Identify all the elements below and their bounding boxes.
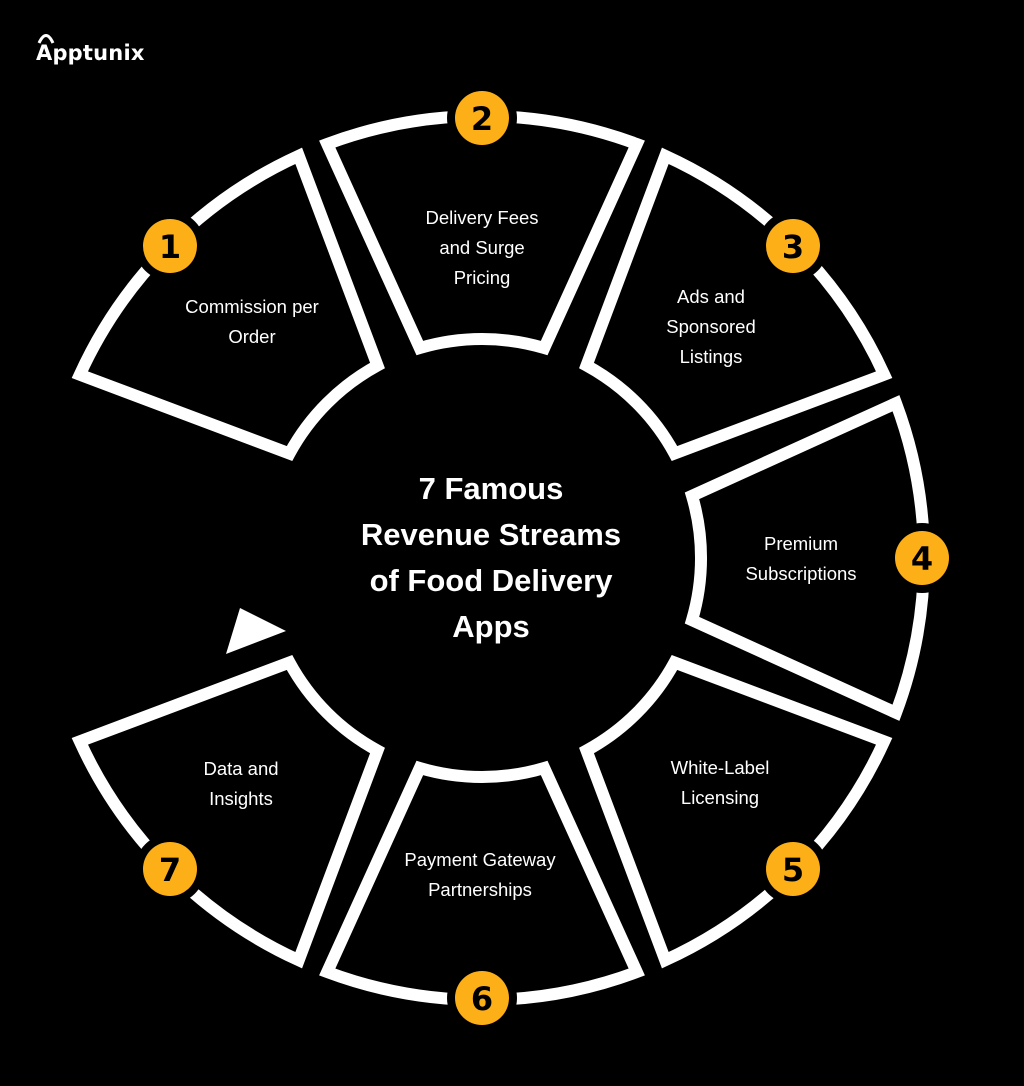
label-line: Insights xyxy=(209,788,273,809)
badge-5: 5 xyxy=(758,834,828,904)
label-line: Commission per xyxy=(185,296,319,317)
segment-4-label: Premium Subscriptions xyxy=(745,529,856,589)
title-line: Revenue Streams xyxy=(360,517,622,552)
label-line: Payment Gateway xyxy=(404,849,556,870)
label-line: Delivery Fees xyxy=(425,207,539,228)
label-line: Licensing xyxy=(680,787,760,808)
segment-5-label: White-Label Licensing xyxy=(671,753,770,813)
badge-2: 2 xyxy=(447,83,517,153)
svg-text:6: 6 xyxy=(471,980,493,1018)
segment-3-frame xyxy=(579,147,893,461)
svg-text:1: 1 xyxy=(159,228,181,266)
label-line: Partnerships xyxy=(428,879,532,900)
segment-2-frame xyxy=(319,110,645,356)
title-line: 7 Famous xyxy=(418,471,564,506)
segment-5-frame xyxy=(579,655,893,969)
segment-2-label: Delivery Fees and Surge Pricing xyxy=(425,203,538,293)
svg-text:5: 5 xyxy=(782,851,804,889)
label-line: Listings xyxy=(679,346,743,367)
center-title: 7 Famous Revenue Streams of Food Deliver… xyxy=(361,466,621,650)
segment-1-label: Commission per Order xyxy=(185,292,319,352)
segment-7-label: Data and Insights xyxy=(203,754,278,814)
logo-arc-icon xyxy=(37,34,55,44)
badge-1: 1 xyxy=(135,211,205,281)
apptunix-logo: Apptunix xyxy=(36,28,145,64)
logo-text: Apptunix xyxy=(36,41,145,65)
segment-7-frame xyxy=(71,655,385,969)
label-line: and Surge xyxy=(439,237,525,258)
segment-6-frame xyxy=(319,760,645,1006)
segment-1-frame xyxy=(71,147,385,461)
label-line: Sponsored xyxy=(666,316,756,337)
badge-4: 4 xyxy=(887,523,957,593)
segment-6-label: Payment Gateway Partnerships xyxy=(404,845,555,905)
segment-3-label: Ads and Sponsored Listings xyxy=(666,282,755,372)
badge-7: 7 xyxy=(135,834,205,904)
label-line: Data and xyxy=(203,758,279,779)
svg-text:2: 2 xyxy=(471,100,493,138)
title-line: Apps xyxy=(452,609,530,644)
svg-text:3: 3 xyxy=(782,228,804,266)
title-line: of Food Delivery xyxy=(369,563,613,598)
label-line: Premium xyxy=(763,533,838,554)
label-line: Order xyxy=(228,326,276,347)
label-line: Ads and xyxy=(677,286,745,307)
label-line: Subscriptions xyxy=(745,563,857,584)
cycle-arrow-icon xyxy=(226,608,286,654)
svg-text:7: 7 xyxy=(159,851,181,889)
badge-3: 3 xyxy=(758,211,828,281)
svg-text:4: 4 xyxy=(911,540,933,578)
label-line: Pricing xyxy=(453,267,511,288)
segment-4-frame xyxy=(684,395,930,721)
label-line: White-Label xyxy=(670,757,770,778)
badge-6: 6 xyxy=(447,963,517,1033)
